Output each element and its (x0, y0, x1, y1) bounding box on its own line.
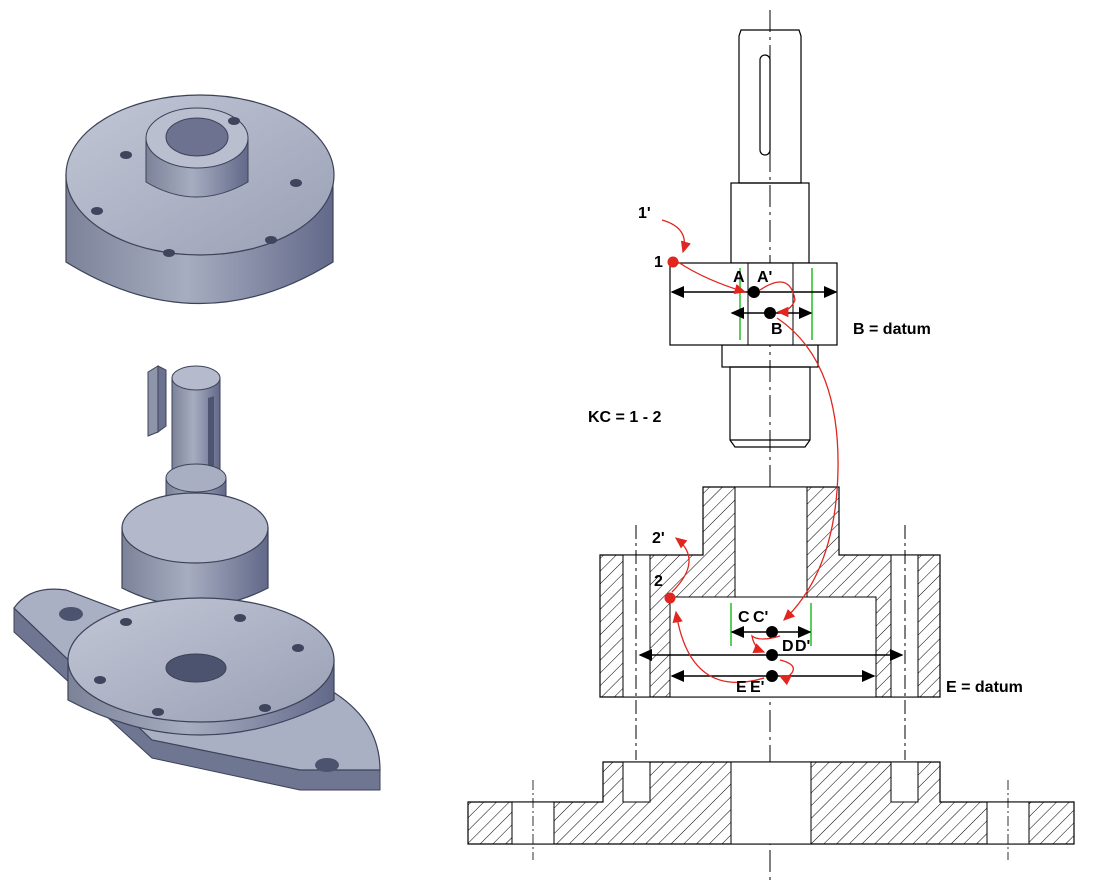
label-E-prime: E' (750, 679, 764, 696)
label-E: E (736, 679, 747, 696)
feature-centers (748, 286, 778, 682)
chain-arrows (661, 219, 839, 686)
label-b-datum: B = datum (853, 321, 931, 338)
section-drawing: 1' 1 A A' B B = datum KC = 1 - 2 2' 2 C … (467, 10, 1075, 880)
label-D-prime: D' (795, 638, 810, 655)
point-2-marker (664, 592, 676, 604)
shaft-section (721, 29, 819, 448)
top-flange-3d (65, 94, 335, 305)
center-E (766, 670, 778, 682)
base-section (467, 761, 1075, 860)
label-1-prime: 1' (638, 205, 651, 222)
center-D (766, 649, 778, 661)
label-2-prime: 2' (652, 530, 665, 547)
key-3d (147, 365, 167, 437)
center-A (748, 286, 760, 298)
top-flange-section (669, 262, 838, 346)
center-C (766, 626, 778, 638)
point-1-marker (667, 256, 679, 268)
label-2: 2 (654, 573, 663, 590)
feature-boundaries (730, 268, 813, 646)
label-kc: KC = 1 - 2 (588, 409, 661, 426)
isometric-assembly (13, 94, 381, 791)
center-B (764, 307, 776, 319)
label-B: B (771, 321, 783, 338)
label-C-prime: C' (753, 609, 768, 626)
label-A: A (733, 269, 745, 286)
label-e-datum: E = datum (946, 679, 1023, 696)
label-D: D (782, 638, 794, 655)
label-C: C (738, 609, 750, 626)
label-A-prime: A' (757, 269, 772, 286)
label-1: 1 (654, 254, 663, 271)
base-3d (13, 588, 381, 791)
